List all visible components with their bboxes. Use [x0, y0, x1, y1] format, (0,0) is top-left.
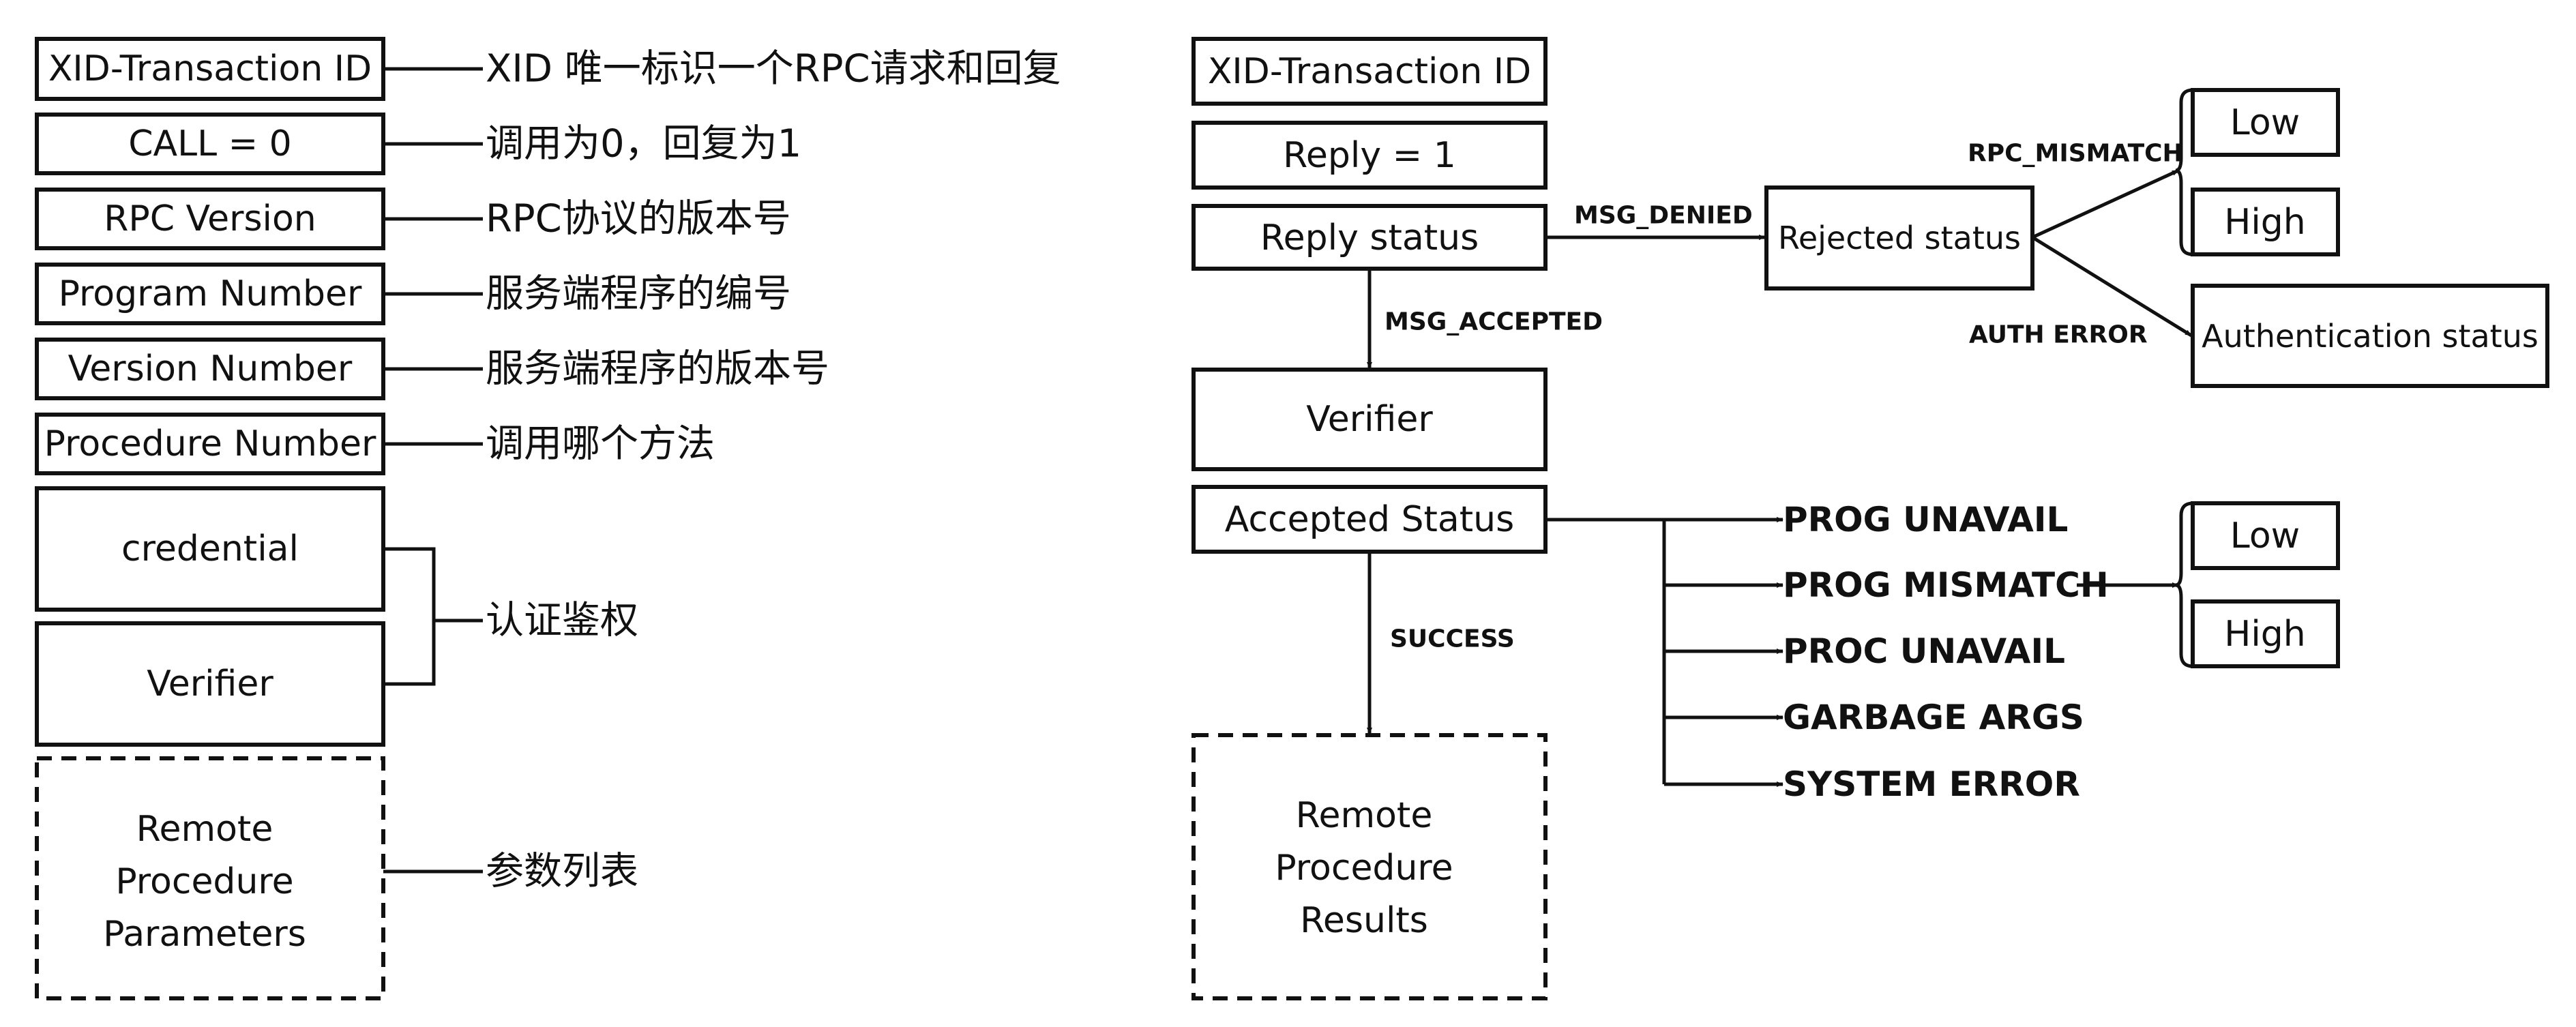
- prog-mismatch-low-label: Low: [2230, 516, 2300, 556]
- field-label-rpc-version: RPC Version: [104, 198, 316, 239]
- auth-bracket: [383, 547, 483, 686]
- note-xid: XID 唯一标识一个RPC请求和回复: [486, 47, 1061, 91]
- note-call: 调用为0，回复为1: [486, 122, 801, 166]
- rpc-mismatch-low-label: Low: [2230, 102, 2300, 143]
- results-line-1: Remote: [1296, 795, 1433, 836]
- verifier-box: [35, 621, 385, 747]
- credential-label: credential: [121, 529, 299, 569]
- note-parameters: 参数列表: [486, 850, 638, 894]
- rpc-mismatch-low-box: [2191, 88, 2340, 157]
- note-rpc-version: RPC协议的版本号: [486, 197, 791, 241]
- parameters-box: [35, 756, 385, 1000]
- rpc-mismatch-high-box: [2191, 188, 2340, 256]
- reply-flag-label: Reply = 1: [1283, 135, 1456, 176]
- authentication-status-label: Authentication status: [2202, 318, 2538, 355]
- note-procedure-number: 调用哪个方法: [486, 422, 715, 466]
- field-box-procedure-number: [35, 413, 385, 475]
- credential-box: [35, 486, 385, 612]
- field-box-rpc-version: [35, 188, 385, 250]
- reply-verifier-label: Verifier: [1306, 399, 1433, 440]
- authentication-status-box: [2191, 284, 2549, 388]
- note-auth: 认证鉴权: [486, 599, 638, 643]
- rpc-mismatch-high-label: High: [2224, 202, 2306, 243]
- rpc-mismatch-brace: [2175, 88, 2193, 256]
- rejected-status-label: Rejected status: [1778, 220, 2021, 256]
- rejected-status-box: [1764, 185, 2034, 291]
- edge-label-msg-accepted: MSG_ACCEPTED: [1385, 308, 1603, 336]
- reply-verifier-box: [1191, 368, 1548, 471]
- prog-mismatch-brace: [2175, 501, 2193, 668]
- edge-label-rpc-mismatch: RPC_MISMATCH: [1968, 140, 2183, 168]
- results-box: [1191, 733, 1548, 1000]
- edge-label-success: SUCCESS: [1390, 625, 1515, 653]
- field-label-xid: XID-Transaction ID: [48, 48, 372, 89]
- outcome-garbage-args: GARBAGE ARGS: [1783, 698, 2084, 737]
- outcome-proc-unavail: PROC UNAVAIL: [1783, 631, 2065, 671]
- results-line-2: Procedure: [1275, 848, 1453, 889]
- reply-xid-label: XID-Transaction ID: [1208, 51, 1531, 92]
- outcome-system-error: SYSTEM ERROR: [1783, 764, 2080, 804]
- prog-mismatch-low-box: [2191, 501, 2340, 570]
- parameters-line-2: Procedure: [115, 861, 293, 902]
- parameters-line-1: Remote: [136, 809, 273, 850]
- field-box-call: [35, 113, 385, 175]
- note-version-number: 服务端程序的版本号: [486, 347, 829, 391]
- field-label-call: CALL = 0: [128, 123, 292, 164]
- field-label-procedure-number: Procedure Number: [44, 423, 376, 464]
- outcome-prog-unavail: PROG UNAVAIL: [1783, 500, 2068, 539]
- reply-status-label: Reply status: [1260, 218, 1479, 258]
- parameters-line-3: Parameters: [103, 914, 306, 955]
- field-box-version-number: [35, 338, 385, 400]
- field-label-program-number: Program Number: [59, 273, 362, 314]
- reply-xid-box: [1191, 37, 1548, 106]
- prog-mismatch-high-label: High: [2224, 614, 2306, 655]
- reply-flag-box: [1191, 121, 1548, 190]
- arrow-auth-error: [2031, 235, 2193, 338]
- verifier-label: Verifier: [147, 664, 273, 704]
- edge-label-msg-denied: MSG_DENIED: [1574, 202, 1753, 230]
- outcome-prog-mismatch: PROG MISMATCH: [1783, 565, 2109, 605]
- field-box-xid: [35, 37, 385, 101]
- edge-label-auth-error: AUTH ERROR: [1969, 321, 2148, 349]
- results-line-3: Results: [1300, 900, 1428, 941]
- arrow-rpc-mismatch: [2031, 168, 2180, 239]
- field-label-version-number: Version Number: [68, 348, 353, 389]
- note-program-number: 服务端程序的编号: [486, 272, 791, 316]
- prog-mismatch-high-box: [2191, 599, 2340, 668]
- accepted-status-label: Accepted Status: [1225, 499, 1514, 540]
